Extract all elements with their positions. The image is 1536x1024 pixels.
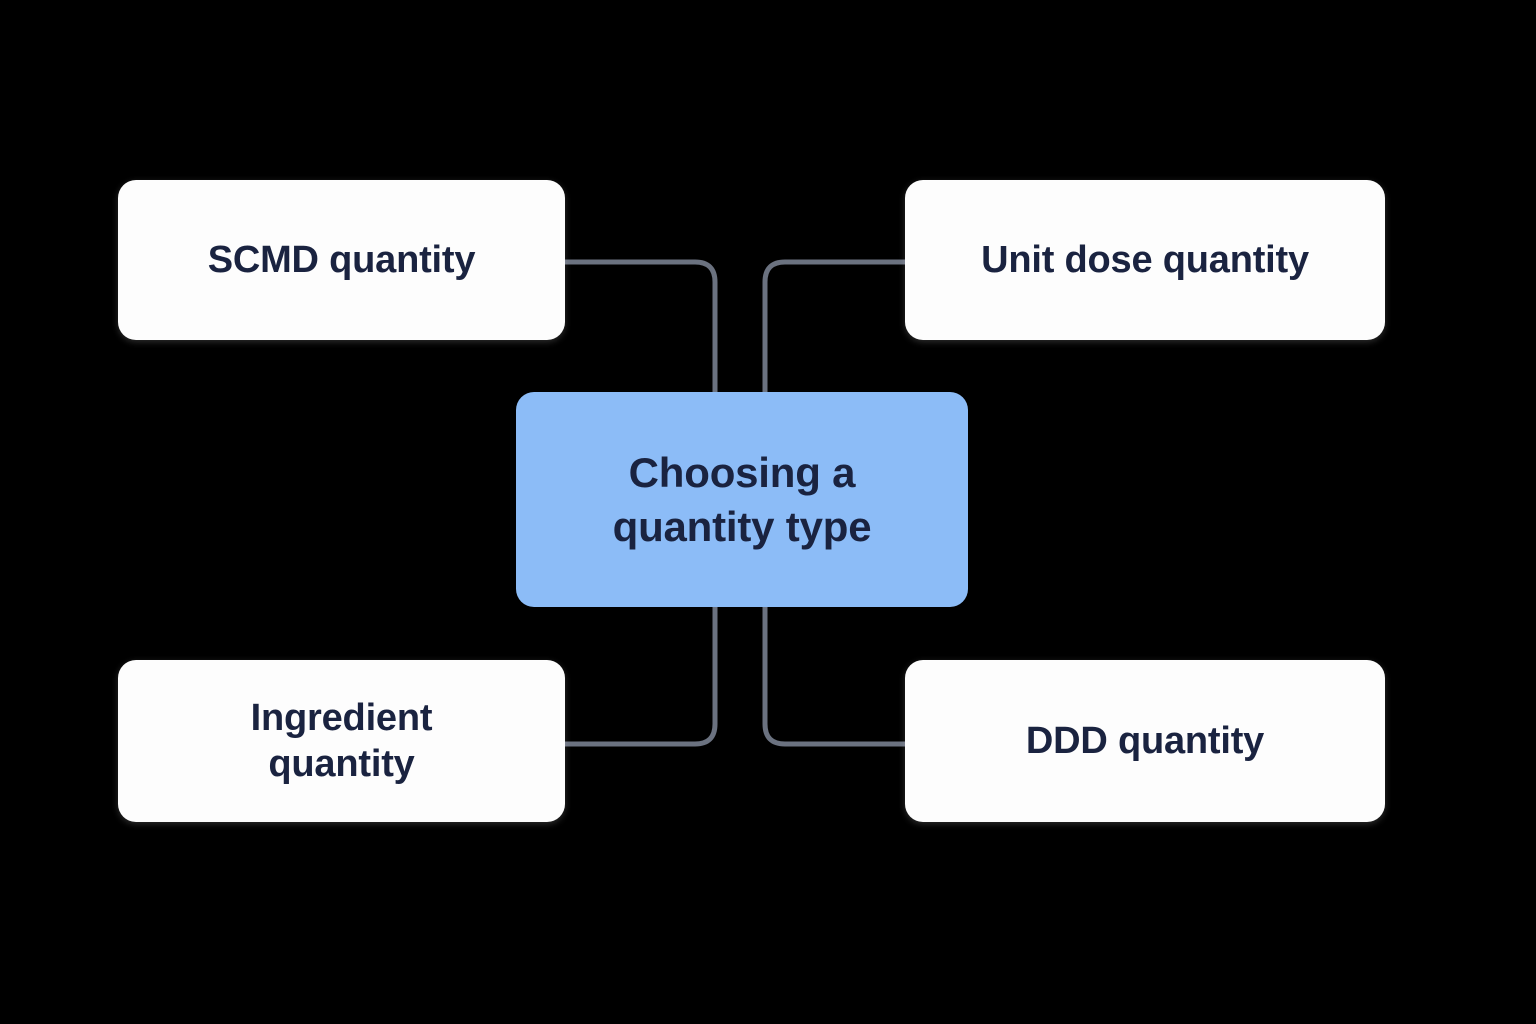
edge-scmd-to-center bbox=[562, 259, 718, 395]
node-scmd-quantity[interactable]: SCMD quantity bbox=[118, 180, 565, 340]
node-ingredient-quantity-label: Ingredient quantity bbox=[250, 696, 433, 785]
node-ddd-quantity[interactable]: DDD quantity bbox=[905, 660, 1385, 822]
node-ingredient-quantity[interactable]: Ingredient quantity bbox=[118, 660, 565, 822]
node-center-choosing-a-quantity-type[interactable]: Choosing a quantity type bbox=[516, 392, 968, 607]
edge-ingredient-to-center bbox=[562, 604, 718, 747]
node-center-label: Choosing a quantity type bbox=[612, 448, 872, 550]
edge-ddd-to-center bbox=[762, 604, 908, 747]
node-ddd-quantity-label: DDD quantity bbox=[1025, 719, 1265, 762]
node-unit-dose-quantity-label: Unit dose quantity bbox=[981, 238, 1309, 281]
node-unit-dose-quantity[interactable]: Unit dose quantity bbox=[905, 180, 1385, 340]
node-scmd-quantity-label: SCMD quantity bbox=[207, 238, 476, 281]
edge-unit-dose-to-center bbox=[762, 259, 908, 395]
